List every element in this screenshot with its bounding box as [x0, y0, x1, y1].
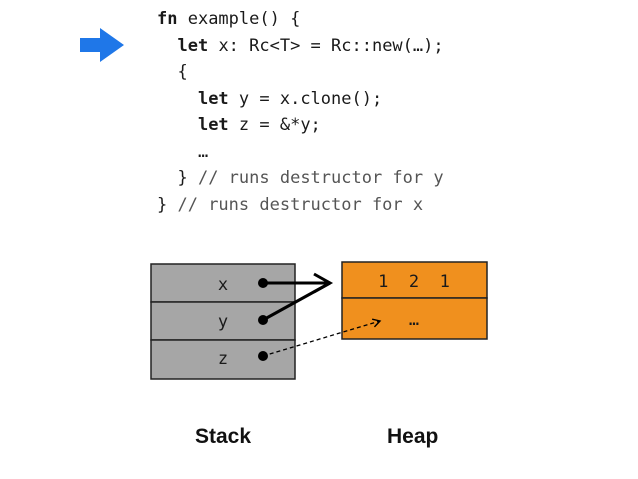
stack-label-x: x: [218, 275, 228, 295]
code-line-6: …: [157, 139, 444, 166]
heap-body-cell: [341, 297, 488, 340]
pointer-z: [262, 318, 382, 357]
stack-box: x y z: [150, 263, 296, 380]
code-text: x: Rc<T> = Rc::new(…);: [208, 35, 444, 56]
code-text: {: [177, 62, 188, 82]
code-line-7: } // runs destructor for y: [157, 165, 444, 192]
code-line-8: } // runs destructor for x: [157, 192, 444, 219]
code-line-1: fn example() {: [157, 6, 444, 33]
keyword: let: [197, 115, 229, 135]
pointer-origin-y: [258, 315, 268, 325]
pointer-head: [313, 272, 334, 294]
code-line-5: let z = &*y;: [157, 112, 444, 139]
keyword: let: [177, 35, 209, 56]
pointer-origin-z: [258, 351, 268, 361]
stack-label-z: z: [218, 349, 228, 369]
code-line-3: {: [157, 59, 444, 86]
code-line-2: let x: Rc<T> = Rc::new(…);: [157, 33, 444, 60]
stack-cell-z: [150, 339, 296, 380]
heap-body-ellipsis: …: [409, 310, 419, 330]
code-text: …: [197, 141, 209, 162]
arrow-right-icon: [80, 28, 124, 62]
code-text: }: [157, 194, 178, 215]
heap-box: 1 2 1 …: [341, 261, 488, 340]
code-line-4: let y = x.clone();: [157, 86, 444, 113]
code-text: y = x.clone();: [228, 88, 383, 109]
stack-caption: Stack: [195, 425, 252, 448]
code-text: z = &*y;: [228, 115, 321, 135]
heap-caption: Heap: [387, 425, 439, 448]
code-block: fn example() { let x: Rc<T> = Rc::new(…)…: [157, 6, 444, 218]
keyword: fn: [157, 9, 178, 29]
code-text: example() {: [177, 9, 301, 29]
code-comment: // runs destructor for y: [197, 168, 444, 188]
stack-cell-y: [150, 301, 296, 341]
heap-refcounts: 1 2 1: [378, 272, 450, 292]
code-comment: // runs destructor for x: [177, 194, 424, 215]
code-text: }: [177, 168, 198, 188]
heap-header-cell: [341, 261, 488, 299]
keyword: let: [197, 88, 229, 109]
pointer-origin-x: [258, 278, 268, 288]
stack-label-y: y: [218, 312, 228, 332]
arrow-right-shape: [80, 28, 124, 62]
pointers: [258, 272, 382, 361]
